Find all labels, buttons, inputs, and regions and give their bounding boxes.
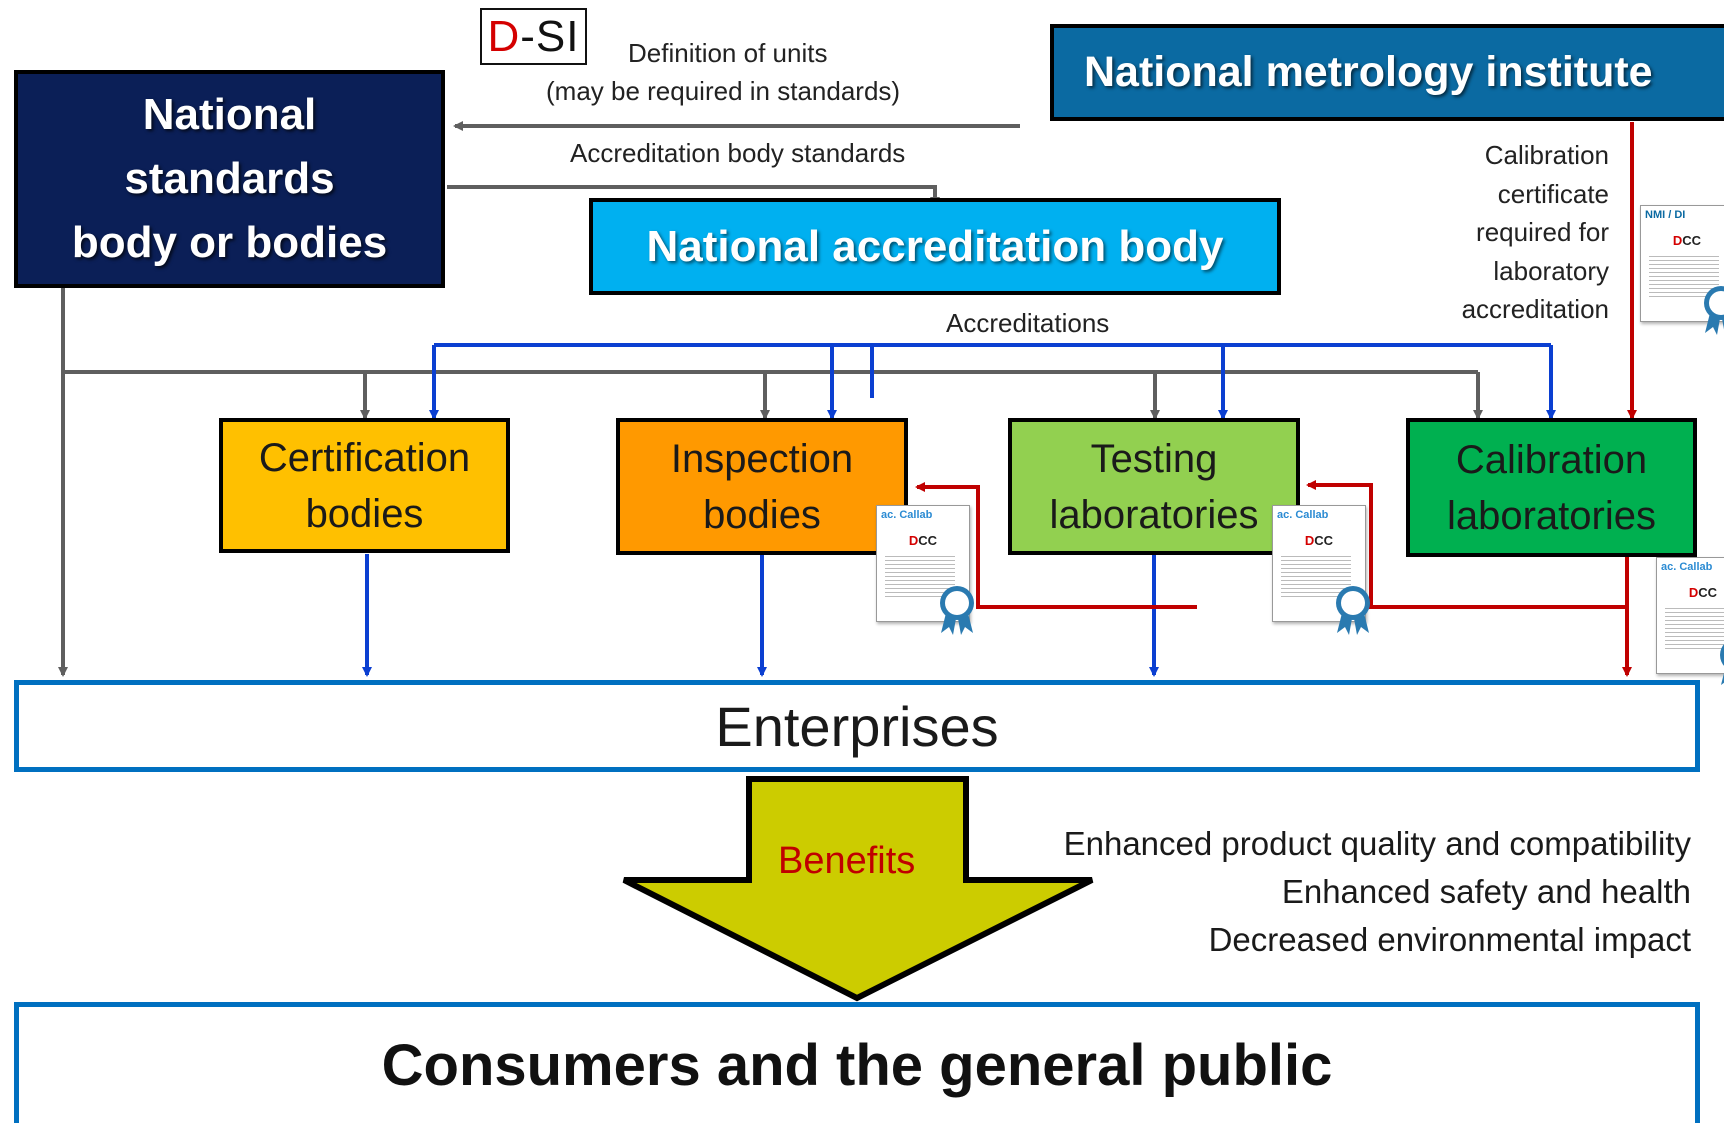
- accreditations-label: Accreditations: [946, 308, 1110, 338]
- dcc-header-calibration: ac. Callab: [1661, 561, 1713, 573]
- calibration-arrows: [915, 122, 1637, 677]
- cal-note-line-1: Calibration: [1484, 140, 1609, 170]
- red-link-bus: [1306, 480, 1627, 609]
- cal-note-line-3: required for: [1476, 217, 1609, 247]
- dcc-data-lines: [1281, 556, 1351, 600]
- dsi-logo: D-SI: [480, 8, 587, 65]
- national-standards-body: National standards body or bodies: [14, 70, 445, 288]
- dsi-logo-d: D: [487, 11, 521, 61]
- calibration-line-1: Calibration: [1455, 437, 1648, 482]
- accreditation-arrows: [362, 343, 1556, 677]
- ribbon-seal-icon: [1336, 586, 1370, 635]
- dcc-certificate-testing: ac. Callab DCC: [1272, 505, 1370, 635]
- nsb-line-1: National: [142, 90, 317, 139]
- testing-line-2: laboratories: [1049, 492, 1259, 537]
- nmi-title: National metrology institute: [1084, 48, 1653, 96]
- consumers-label: Consumers and the general public: [381, 1032, 1333, 1098]
- nab-title: National accreditation body: [646, 221, 1224, 271]
- dsi-logo-rest: -SI: [520, 11, 580, 61]
- dcc-certificate-nmi: NMI / DI DCC: [1640, 205, 1724, 335]
- dcc-data-lines: [1649, 256, 1719, 300]
- dcc-label-calibration: DCC: [1688, 585, 1718, 600]
- standards-arrows: [58, 121, 1483, 677]
- certification-line-2: bodies: [305, 491, 424, 536]
- accreditation-body-standards-label: Accreditation body standards: [570, 138, 906, 168]
- ribbon-seal-icon: [1704, 286, 1724, 335]
- calibration-line-2: laboratories: [1446, 493, 1656, 538]
- cal-note-line-5: accreditation: [1461, 294, 1609, 324]
- ribbon-seal-icon: [1720, 644, 1724, 685]
- consumers-box: Consumers and the general public: [14, 1002, 1700, 1123]
- certification-bodies: Certification bodies: [219, 418, 510, 553]
- dcc-certificate-inspection: ac. Callab DCC: [876, 505, 974, 635]
- inspection-bodies: Inspection bodies: [616, 418, 908, 555]
- benefits-list: Enhanced product quality and compatibili…: [960, 820, 1691, 964]
- inspection-line-2: bodies: [703, 492, 821, 537]
- inspection-line-1: Inspection: [670, 436, 854, 481]
- benefits-label: Benefits: [778, 840, 916, 882]
- enterprises-box: Enterprises: [14, 680, 1700, 772]
- dcc-header-nmi: NMI / DI: [1645, 209, 1686, 221]
- calibration-certificate-note: Calibration certificate required for lab…: [1392, 136, 1609, 329]
- calibration-laboratories: Calibration laboratories: [1406, 418, 1697, 557]
- dcc-data-lines: [1665, 608, 1724, 652]
- national-metrology-institute: National metrology institute: [1050, 24, 1724, 121]
- definition-note-label: (may be required in standards): [546, 76, 901, 106]
- arrow-cal-to-inspection: [915, 482, 1197, 609]
- testing-laboratories: Testing laboratories: [1008, 418, 1300, 555]
- dcc-label-nmi: DCC: [1672, 233, 1702, 248]
- dcc-data-lines: [885, 556, 955, 600]
- dcc-certificate-calibration: ac. Callab DCC: [1656, 557, 1724, 685]
- enterprises-label: Enterprises: [715, 694, 999, 758]
- nsb-line-3: body or bodies: [71, 218, 388, 267]
- benefit-item: Enhanced safety and health: [1281, 873, 1691, 910]
- benefit-item: Decreased environmental impact: [1208, 921, 1691, 958]
- nsb-line-2: standards: [124, 154, 335, 203]
- cal-note-line-4: laboratory: [1493, 255, 1609, 286]
- dcc-header-inspection: ac. Callab: [881, 509, 933, 521]
- national-accreditation-body: National accreditation body: [589, 198, 1281, 295]
- benefits-arrow: [622, 776, 1094, 1002]
- definition-of-units-label: Definition of units: [628, 38, 828, 68]
- benefit-item: Enhanced product quality and compatibili…: [1063, 825, 1691, 862]
- dcc-label-inspection: DCC: [908, 533, 938, 548]
- cal-note-line-2: certificate: [1497, 178, 1609, 209]
- testing-line-1: Testing: [1090, 436, 1218, 481]
- dcc-header-testing: ac. Callab: [1277, 509, 1329, 521]
- certification-line-1: Certification: [258, 435, 471, 480]
- dcc-label-testing: DCC: [1304, 533, 1334, 548]
- ribbon-seal-icon: [940, 586, 974, 635]
